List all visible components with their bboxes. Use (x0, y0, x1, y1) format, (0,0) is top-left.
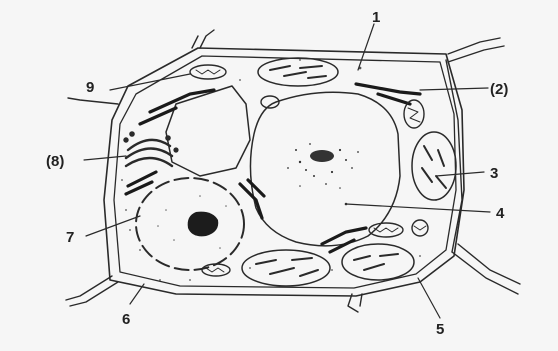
label-2: (2) (490, 81, 508, 98)
label-1: 1 (372, 9, 380, 26)
label-8: (8) (46, 153, 64, 170)
label-7: 7 (66, 229, 74, 246)
label-6: 6 (122, 311, 130, 328)
label-9: 9 (86, 79, 94, 96)
label-3: 3 (490, 165, 498, 182)
label-4: 4 (496, 205, 505, 222)
label-5: 5 (436, 321, 444, 338)
